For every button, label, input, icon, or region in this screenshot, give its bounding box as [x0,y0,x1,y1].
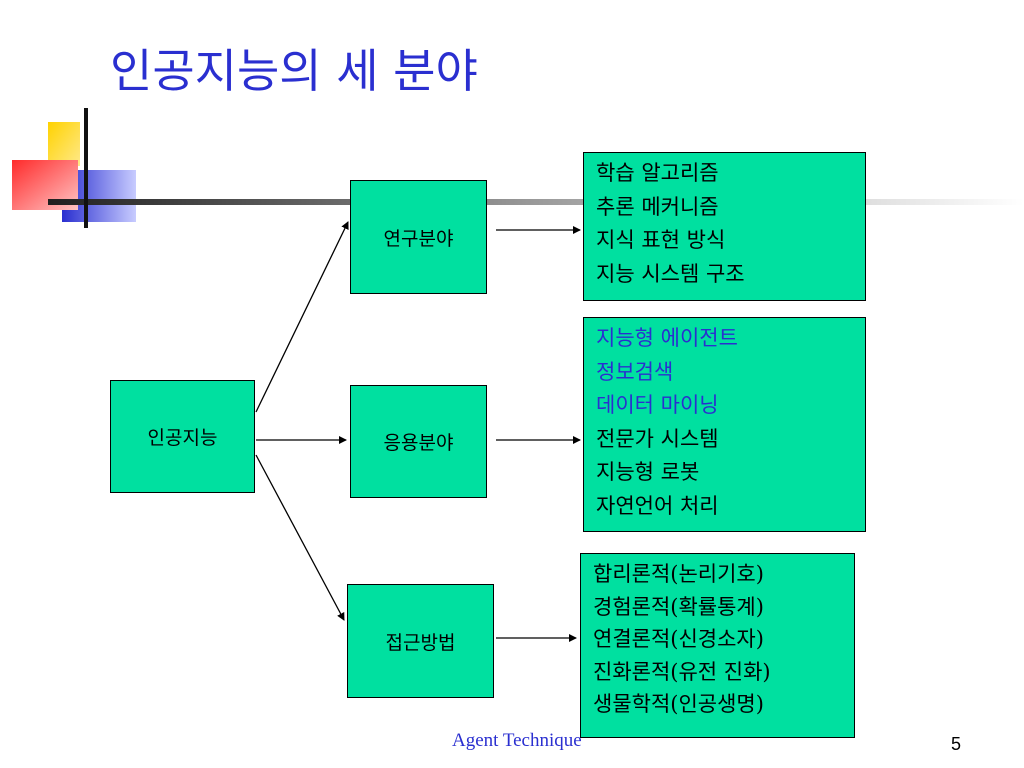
list-item-highlighted: 정보검색 [596,359,674,384]
list-item: 추론 메커니즘 [596,194,719,219]
research-items-box: 학습 알고리즘 추론 메커니즘 지식 표현 방식 지능 시스템 구조 [583,152,866,301]
branch-node-label: 연구분야 [383,227,454,250]
list-item: 진화론적(유전 진화) [593,659,771,684]
list-item: 합리론적(논리기호) [593,562,764,586]
list-item: 전문가 시스템 [596,426,719,451]
list-item: 경험론적(확률통계) [593,594,764,619]
deco-vertical-line [84,108,88,228]
branch-node-label: 응용분야 [383,432,454,454]
list-item: 지식 표현 방식 [596,228,726,253]
branch-node-approach: 접근방법 [347,584,494,698]
slide-footer: Agent Technique [452,730,582,751]
slide-decoration [12,108,1024,228]
arrow-root-to-approach [255,454,345,621]
slide-title: 인공지능의 세 분야 [110,44,478,98]
list-item: 자연언어 처리 [596,493,719,518]
application-items-box: 지능형 에이전트 정보검색 데이터 마이닝 전문가 시스템 지능형 로봇 자연언… [583,317,866,532]
branch-node-application: 응용분야 [350,385,487,498]
page-number: 5 [951,734,962,754]
branch-node-label: 접근방법 [385,631,456,654]
root-node: 인공지능 [110,380,255,493]
deco-yellow-square [48,122,80,166]
list-item: 학습 알고리즘 [596,161,719,185]
list-item-highlighted: 데이터 마이닝 [596,393,719,418]
list-item: 연결론적(신경소자) [593,627,764,652]
list-item: 지능형 로봇 [596,460,700,485]
branch-node-research: 연구분야 [350,180,487,294]
root-node-label: 인공지능 [147,427,218,449]
list-item: 지능 시스템 구조 [596,261,745,286]
list-item-highlighted: 지능형 에이전트 [596,326,738,350]
list-item: 생물학적(인공생명) [593,692,764,717]
approach-items-box: 합리론적(논리기호) 경험론적(확률통계) 연결론적(신경소자) 진화론적(유전… [580,553,855,738]
deco-horizontal-line [48,199,1024,205]
